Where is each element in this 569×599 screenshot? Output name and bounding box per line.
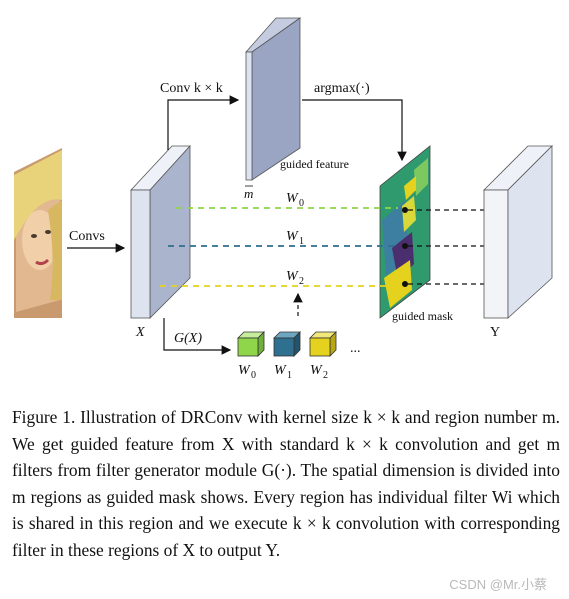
svg-text:W: W [238,363,251,378]
svg-text:2: 2 [323,370,328,381]
svg-text:W: W [310,363,323,378]
drconv-figure: Convs X Conv k × k guided feature m argm… [14,17,553,381]
svg-text:W: W [286,269,299,284]
filter-cube-w0 [237,331,265,357]
caption-line: number m. We get guided feature from X w… [12,407,560,454]
svg-text:0: 0 [299,198,304,209]
caption-line: The spatial dimension is divided into m … [12,460,560,507]
svg-text:1: 1 [299,236,304,247]
guided-feature-label: guided feature [280,157,349,171]
guided-mask-label: guided mask [392,309,453,323]
filter-cube-w2 [309,331,337,357]
y-output-block [483,145,553,319]
svg-text:1: 1 [287,370,292,381]
svg-text:0: 0 [251,370,256,381]
figure-caption: Figure 1. Illustration of DRConv with ke… [12,404,560,563]
conv-label: Conv k × k [160,81,223,96]
x-label: X [135,325,145,340]
face-image [14,148,62,318]
x-feature-block [130,144,191,319]
caption-line: this region and we execute k × k convolu… [98,513,560,533]
m-label: m [244,186,253,201]
gx-label: G(X) [174,331,202,346]
guided-mask-block [379,145,431,319]
convs-label: Convs [69,229,105,244]
caption-line: filter in these regions of X to output Y… [12,539,281,560]
y-label: Y [490,325,500,340]
svg-text:2: 2 [299,276,304,287]
caption-line: Figure 1. Illustration of DRConv with ke… [12,407,480,427]
filter-cube-w1 [273,331,301,357]
filter-ellipsis: ... [350,341,361,356]
caption-line: convolution and get m filters from filte… [12,433,560,481]
argmax-label: argmax(·) [314,81,370,96]
watermark: CSDN @Mr.小蔡 [449,577,547,592]
svg-text:W: W [274,363,287,378]
guided-feature-block [245,17,302,181]
svg-text:W: W [286,191,299,206]
svg-text:W: W [286,229,299,244]
caption-line: shows. Every region has individual filte… [12,486,561,534]
